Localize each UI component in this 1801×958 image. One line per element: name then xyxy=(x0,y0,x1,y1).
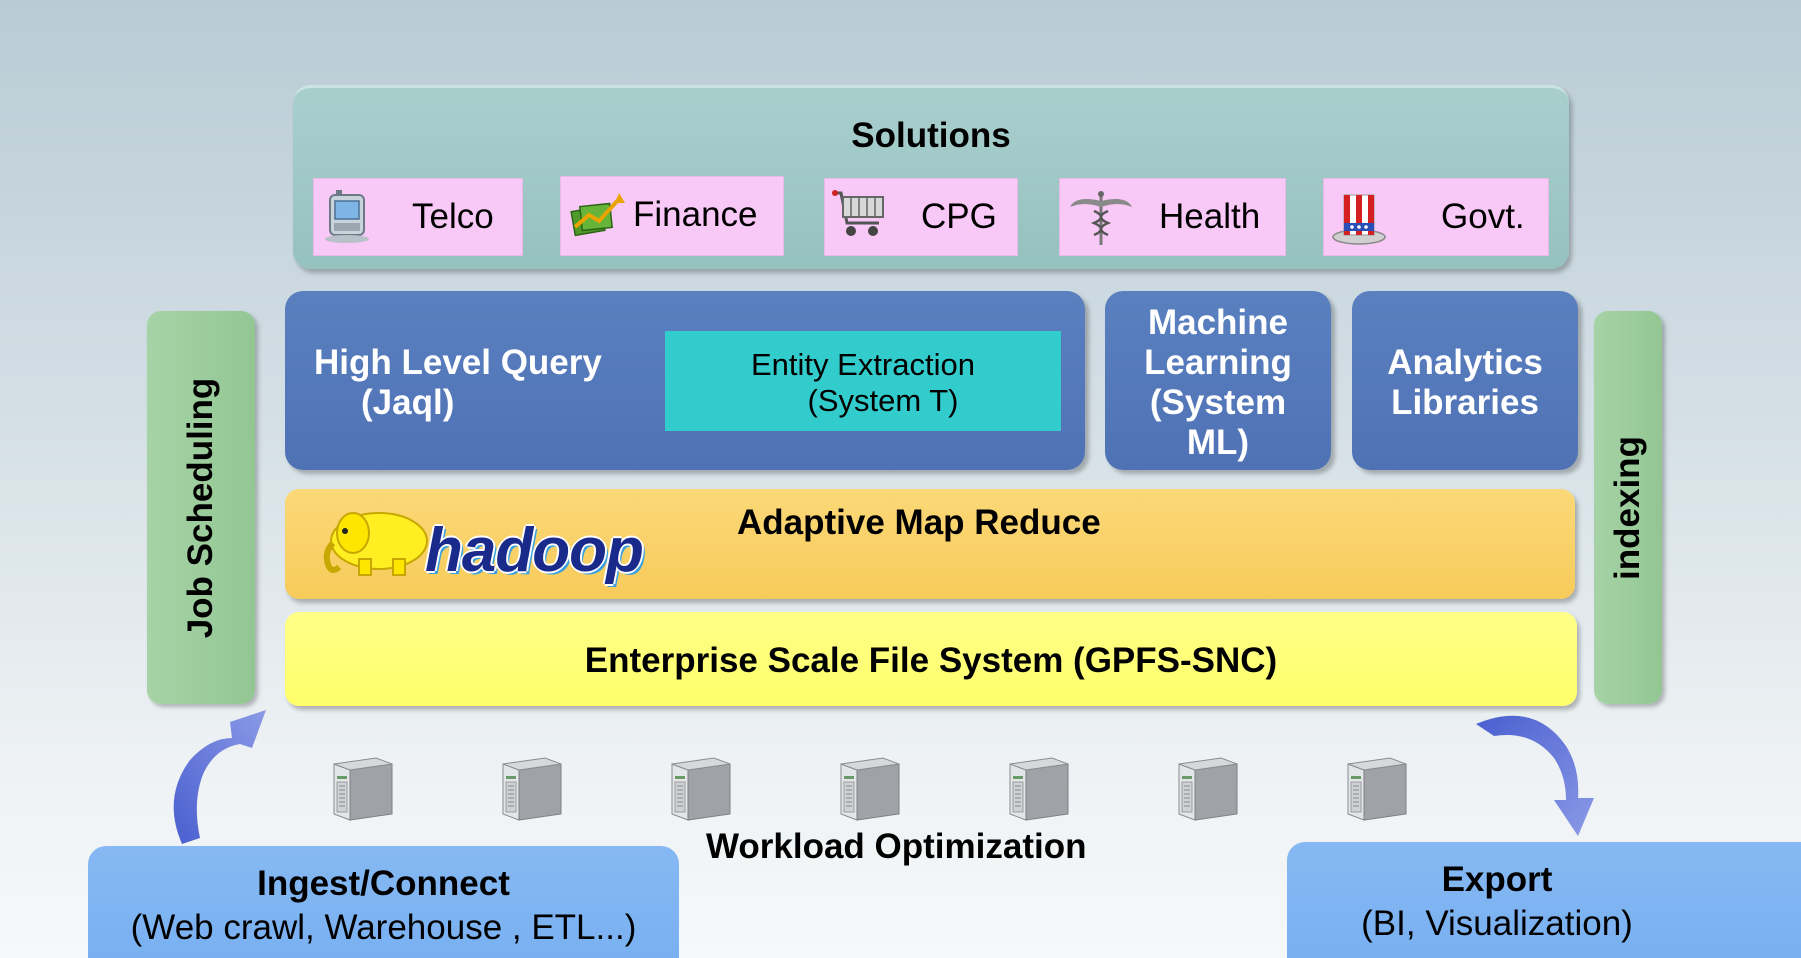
money-icon xyxy=(570,193,625,237)
solutions-panel: Solutions Telco Finance xyxy=(293,85,1569,269)
machine-learning-layer: Machine Learning (System ML) xyxy=(1105,291,1331,470)
hlq-line-2: (Jaql) xyxy=(361,383,455,422)
solution-tile-cpg: CPG xyxy=(824,178,1018,256)
solution-tile-finance: Finance xyxy=(560,176,784,256)
ml-line: Learning xyxy=(1144,343,1292,382)
solution-label: Govt. xyxy=(1441,197,1525,236)
server-icon xyxy=(328,752,396,827)
server-icon xyxy=(1173,752,1241,827)
workload-optimization-label: Workload Optimization xyxy=(706,827,1087,866)
file-system-label: Enterprise Scale File System (GPFS-SNC) xyxy=(584,641,1278,680)
solution-tile-telco: Telco xyxy=(313,178,523,256)
shopping-cart-icon xyxy=(832,190,884,236)
ingest-connect-box: Ingest/Connect (Web crawl, Warehouse , E… xyxy=(88,846,679,958)
indexing-label: indexing xyxy=(1608,435,1647,580)
solution-label: Health xyxy=(1159,197,1261,236)
map-reduce-layer: hadoop Adaptive Map Reduce xyxy=(285,489,1575,599)
solution-tile-govt: Govt. xyxy=(1323,178,1549,256)
hadoop-logo-text: hadoop xyxy=(425,516,644,585)
entity-line-2: (System T) xyxy=(807,383,959,418)
map-reduce-label: Adaptive Map Reduce xyxy=(737,503,1101,542)
al-line: Analytics xyxy=(1387,343,1543,382)
phone-icon xyxy=(325,190,369,243)
entity-extraction-box: Entity Extraction (System T) xyxy=(665,331,1061,431)
ml-line: Machine xyxy=(1147,303,1289,342)
ml-line: ML) xyxy=(1186,423,1250,462)
entity-line-1: Entity Extraction xyxy=(751,347,975,382)
ml-line: (System xyxy=(1149,383,1287,422)
export-title: Export xyxy=(1441,860,1553,899)
server-icon xyxy=(1004,752,1072,827)
solution-tile-health: Health xyxy=(1059,178,1286,256)
server-icon xyxy=(1342,752,1410,827)
file-system-layer: Enterprise Scale File System (GPFS-SNC) xyxy=(285,612,1577,706)
machine-learning-label: Machine Learning (System ML) xyxy=(1105,303,1331,463)
high-level-query-label: High Level Query (Jaql) xyxy=(314,343,602,423)
analytics-libraries-layer: Analytics Libraries xyxy=(1352,291,1578,470)
server-icon xyxy=(835,752,903,827)
solution-label: CPG xyxy=(921,197,997,236)
indexing-bar: indexing xyxy=(1594,311,1662,704)
solution-label: Finance xyxy=(633,195,758,234)
hadoop-elephant-icon xyxy=(323,512,428,576)
export-subtitle: (BI, Visualization) xyxy=(1361,904,1633,943)
server-icon xyxy=(497,752,565,827)
job-scheduling-bar: Job Scheduling xyxy=(147,311,255,704)
caduceus-icon xyxy=(1070,191,1132,245)
ingest-arrow-icon xyxy=(173,710,266,844)
ingest-title: Ingest/Connect xyxy=(257,864,510,903)
job-scheduling-label: Job Scheduling xyxy=(181,377,220,638)
al-line: Libraries xyxy=(1391,383,1539,422)
hlq-line-1: High Level Query xyxy=(314,343,602,382)
high-level-query-layer: High Level Query (Jaql) Entity Extractio… xyxy=(285,291,1085,470)
uncle-sam-hat-icon xyxy=(1332,194,1386,245)
export-box: Export (BI, Visualization) xyxy=(1287,842,1801,958)
export-arrow-icon xyxy=(1476,715,1594,836)
ingest-subtitle: (Web crawl, Warehouse , ETL...) xyxy=(130,908,637,947)
server-icon xyxy=(666,752,734,827)
analytics-libraries-label: Analytics Libraries xyxy=(1352,343,1578,423)
solution-label: Telco xyxy=(412,197,494,236)
solutions-title: Solutions xyxy=(851,116,1011,155)
